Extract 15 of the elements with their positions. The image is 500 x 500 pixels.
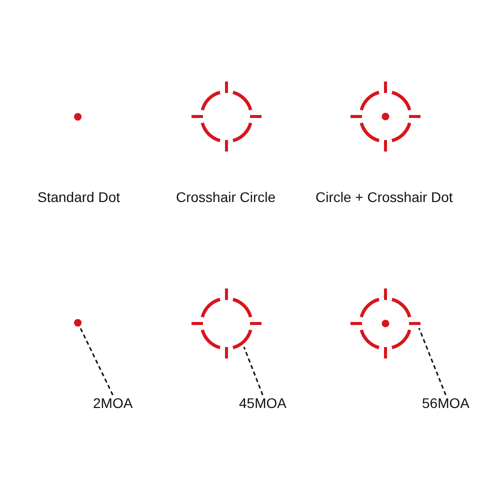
crosshair-circle-reticle-drawing: [190, 286, 262, 360]
crosshair-circle-reticle-drawing: [190, 80, 262, 152]
reticle-dot: [74, 319, 82, 327]
reticle-dot: [74, 113, 82, 121]
crosshair-circle-dot-reticle-drawing: [348, 80, 422, 152]
leader-line: [78, 326, 114, 396]
moa-label: 56MOA: [422, 395, 470, 411]
reticle-caption: Circle + Crosshair Dot: [316, 189, 453, 205]
crosshair-circle-dot-reticle-drawing: [348, 286, 422, 360]
reticle-caption: Standard Dot: [38, 189, 120, 205]
moa-label: 2MOA: [93, 395, 133, 411]
leader-line: [418, 328, 446, 396]
moa-label: 45MOA: [239, 395, 286, 411]
leader-line: [243, 346, 264, 396]
reticle-caption: Crosshair Circle: [176, 189, 276, 205]
